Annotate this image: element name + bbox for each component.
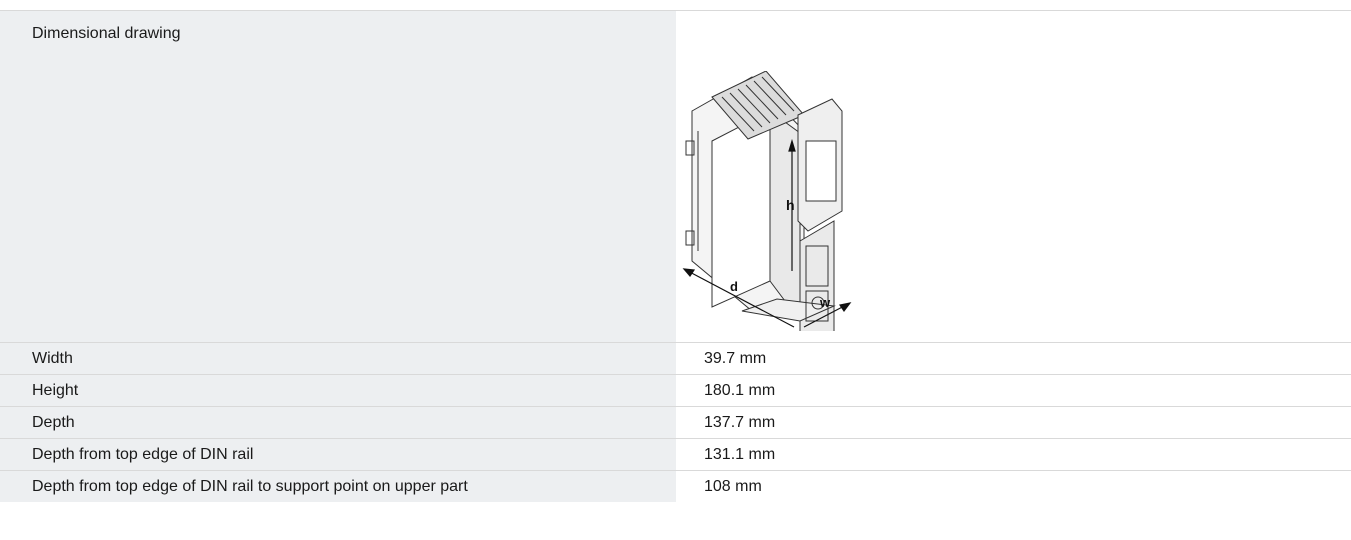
row-value: 39.7 mm [676,343,1351,374]
table-row-width: Width 39.7 mm [0,343,1351,375]
device-drawing-icon [682,71,852,331]
row-value: 180.1 mm [676,375,1351,406]
dimension-label-h: h [786,197,795,213]
row-label: Depth from top edge of DIN rail to suppo… [0,471,676,502]
table-row-depth-support-point: Depth from top edge of DIN rail to suppo… [0,471,1351,502]
row-value: 137.7 mm [676,407,1351,438]
row-label: Width [0,343,676,374]
row-value: h d w [676,11,1351,342]
table-row-dimensional-drawing: Dimensional drawing [0,11,1351,343]
table-row-height: Height 180.1 mm [0,375,1351,407]
table-row-depth-din: Depth from top edge of DIN rail 131.1 mm [0,439,1351,471]
table-row-depth: Depth 137.7 mm [0,407,1351,439]
dimension-label-w: w [820,295,831,310]
row-label: Dimensional drawing [0,11,676,342]
row-value: 131.1 mm [676,439,1351,470]
dimensional-drawing-image: h d w [682,71,882,331]
row-label: Depth from top edge of DIN rail [0,439,676,470]
row-value: 108 mm [676,471,1351,502]
row-label: Height [0,375,676,406]
spec-table: Dimensional drawing [0,10,1351,502]
row-label: Depth [0,407,676,438]
dimension-label-d: d [730,279,738,294]
